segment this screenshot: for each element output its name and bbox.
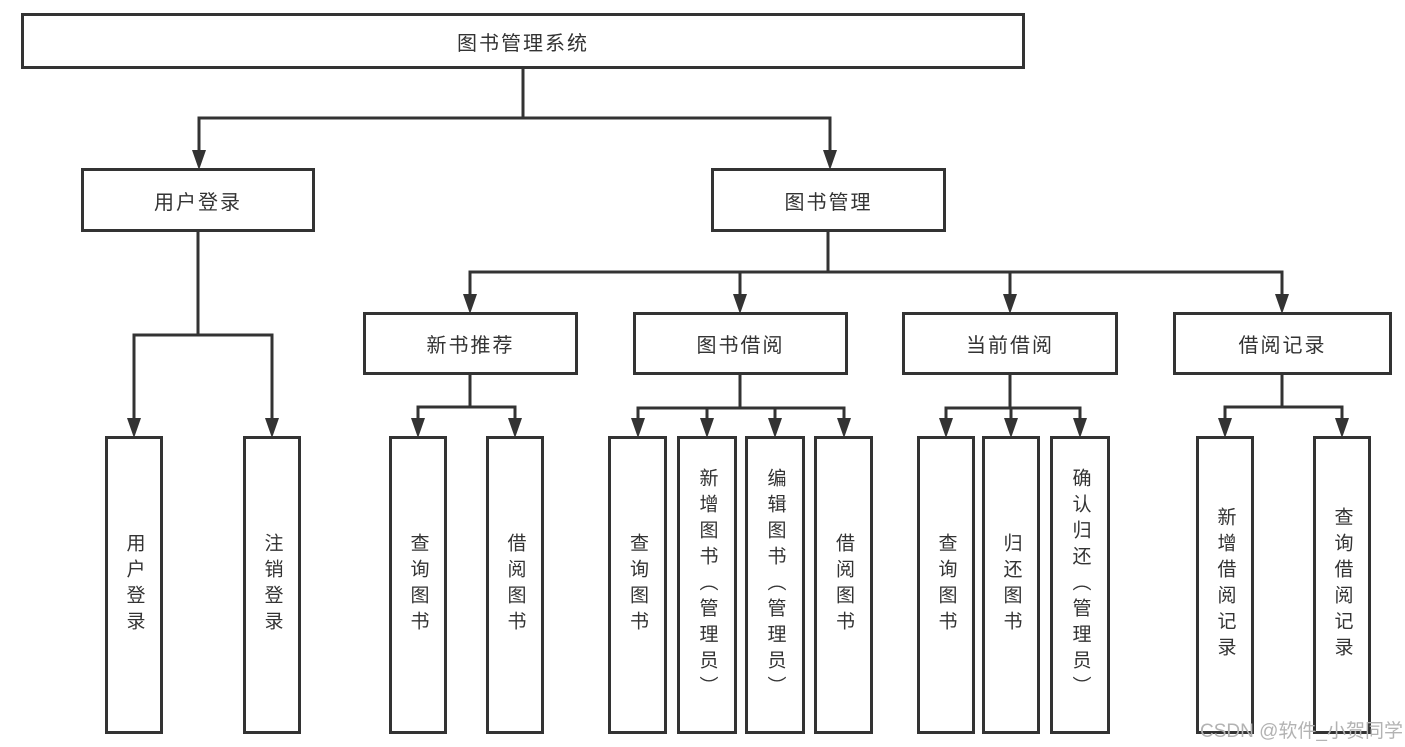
csdn-watermark: CSDN @软件_小贺同学 bbox=[1200, 721, 1403, 742]
leaf-user-login-label: 用户登录 bbox=[123, 533, 145, 637]
node-new-book-recommend-label: 新书推荐 bbox=[426, 335, 515, 357]
node-new-book-recommend: 新书推荐 bbox=[363, 312, 578, 375]
leaf-bb-add-books-admin: 新增图书（管理员） bbox=[677, 436, 737, 734]
node-root: 图书管理系统 bbox=[21, 13, 1025, 69]
leaf-cb-return-books-label: 归还图书 bbox=[1000, 533, 1022, 637]
leaf-bb-add-books-admin-label: 新增图书（管理员） bbox=[696, 468, 718, 702]
node-user-login: 用户登录 bbox=[81, 168, 315, 232]
leaf-br-query-record-label: 查询借阅记录 bbox=[1331, 507, 1353, 663]
leaf-nb-borrow-books-label: 借阅图书 bbox=[504, 533, 526, 637]
leaf-cb-query-books: 查询图书 bbox=[917, 436, 975, 734]
leaf-bb-borrow-books: 借阅图书 bbox=[814, 436, 873, 734]
node-book-management: 图书管理 bbox=[711, 168, 946, 232]
node-book-borrow-label: 图书借阅 bbox=[696, 335, 785, 357]
leaf-bb-edit-books-admin-label: 编辑图书（管理员） bbox=[764, 468, 786, 702]
node-book-borrow: 图书借阅 bbox=[633, 312, 848, 375]
leaf-bb-query-books: 查询图书 bbox=[608, 436, 667, 734]
leaf-nb-borrow-books: 借阅图书 bbox=[486, 436, 544, 734]
leaf-bb-query-books-label: 查询图书 bbox=[627, 533, 648, 637]
node-book-management-label: 图书管理 bbox=[784, 191, 873, 214]
leaf-bb-edit-books-admin: 编辑图书（管理员） bbox=[745, 436, 805, 734]
leaf-br-add-record-label: 新增借阅记录 bbox=[1214, 507, 1236, 663]
leaf-br-add-record: 新增借阅记录 bbox=[1196, 436, 1254, 734]
leaf-cb-return-books: 归还图书 bbox=[982, 436, 1040, 734]
leaf-user-login: 用户登录 bbox=[105, 436, 163, 734]
leaf-logout-login-label: 注销登录 bbox=[261, 533, 283, 637]
leaf-logout-login: 注销登录 bbox=[243, 436, 301, 734]
node-borrow-record-label: 借阅记录 bbox=[1238, 335, 1327, 357]
leaf-nb-query-books: 查询图书 bbox=[389, 436, 447, 734]
leaf-cb-confirm-return-admin: 确认归还（管理员） bbox=[1050, 436, 1110, 734]
leaf-bb-borrow-books-label: 借阅图书 bbox=[833, 533, 854, 637]
leaf-br-query-record: 查询借阅记录 bbox=[1313, 436, 1371, 734]
leaf-nb-query-books-label: 查询图书 bbox=[407, 533, 429, 637]
node-root-label: 图书管理系统 bbox=[457, 32, 589, 55]
node-user-login-label: 用户登录 bbox=[154, 191, 242, 214]
node-current-borrow: 当前借阅 bbox=[902, 312, 1118, 375]
leaf-cb-query-books-label: 查询图书 bbox=[935, 533, 957, 637]
node-borrow-record: 借阅记录 bbox=[1173, 312, 1392, 375]
node-current-borrow-label: 当前借阅 bbox=[966, 335, 1054, 357]
leaf-cb-confirm-return-admin-label: 确认归还（管理员） bbox=[1069, 468, 1091, 702]
